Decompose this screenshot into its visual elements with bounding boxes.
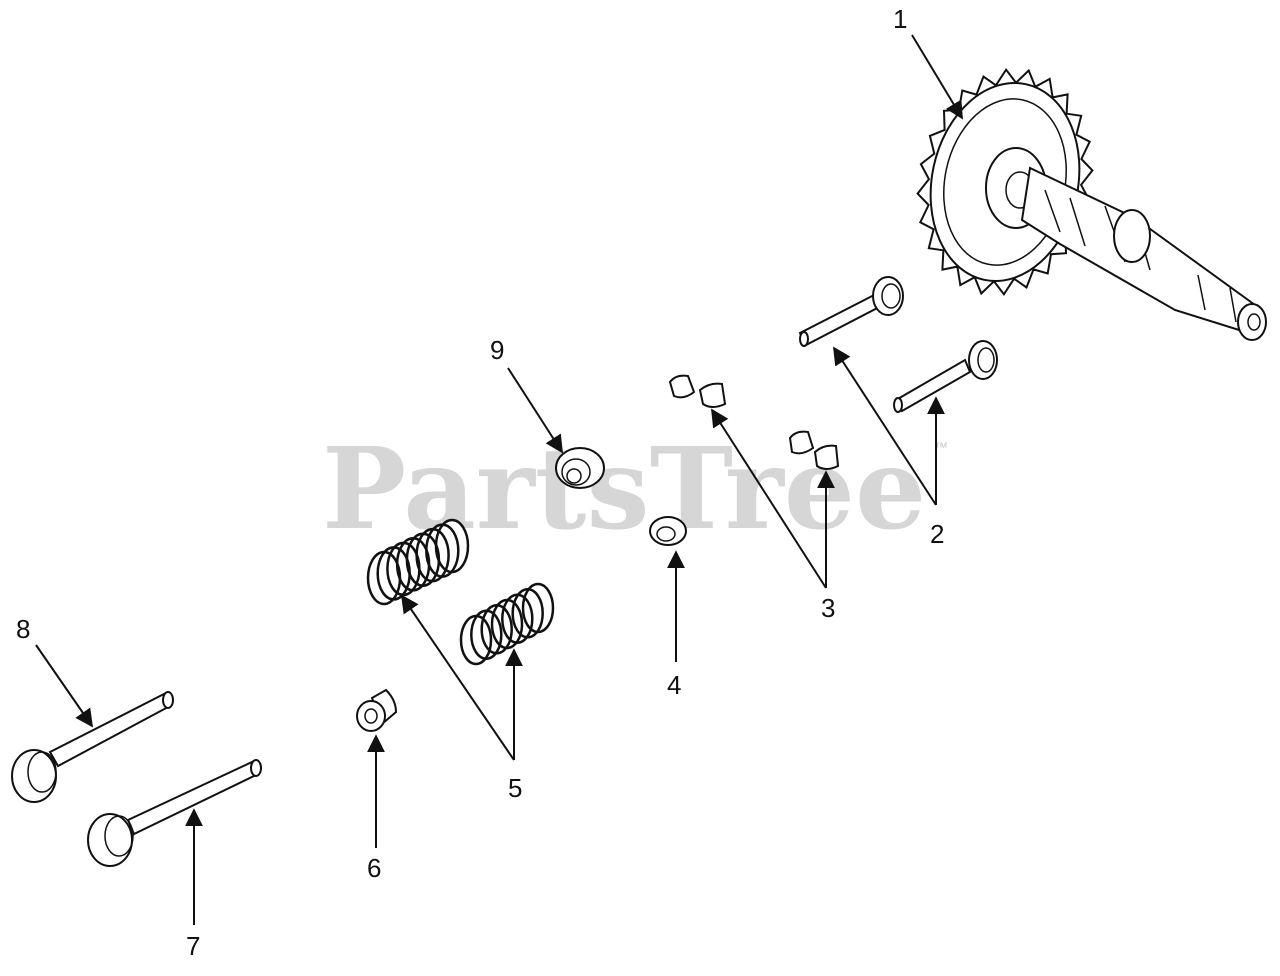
valve-lower (87, 759, 262, 867)
callout-3: 3 (821, 593, 835, 623)
callout-8: 8 (16, 614, 30, 644)
rotator-cap (555, 447, 605, 489)
gear-camshaft (916, 67, 1267, 341)
callout-9: 9 (490, 335, 504, 365)
valve-guide-seal (356, 688, 398, 732)
spring-retainer (649, 516, 687, 546)
valve-upper-left (11, 691, 174, 803)
valve-springs (366, 518, 555, 666)
callout-5: 5 (508, 773, 522, 803)
callout-4: 4 (667, 670, 681, 700)
callout-7: 7 (186, 931, 200, 961)
valve-pair-upper (798, 276, 998, 413)
callout-6: 6 (367, 853, 381, 883)
spring-upper (366, 518, 470, 606)
watermark-text: PartsTree (322, 424, 926, 555)
valve-keepers (668, 374, 840, 470)
callout-2: 2 (930, 519, 944, 549)
leader-lines (35, 34, 963, 925)
spring-lower (459, 582, 555, 666)
callout-1: 1 (893, 4, 907, 34)
watermark-trademark: ™ (934, 439, 948, 455)
